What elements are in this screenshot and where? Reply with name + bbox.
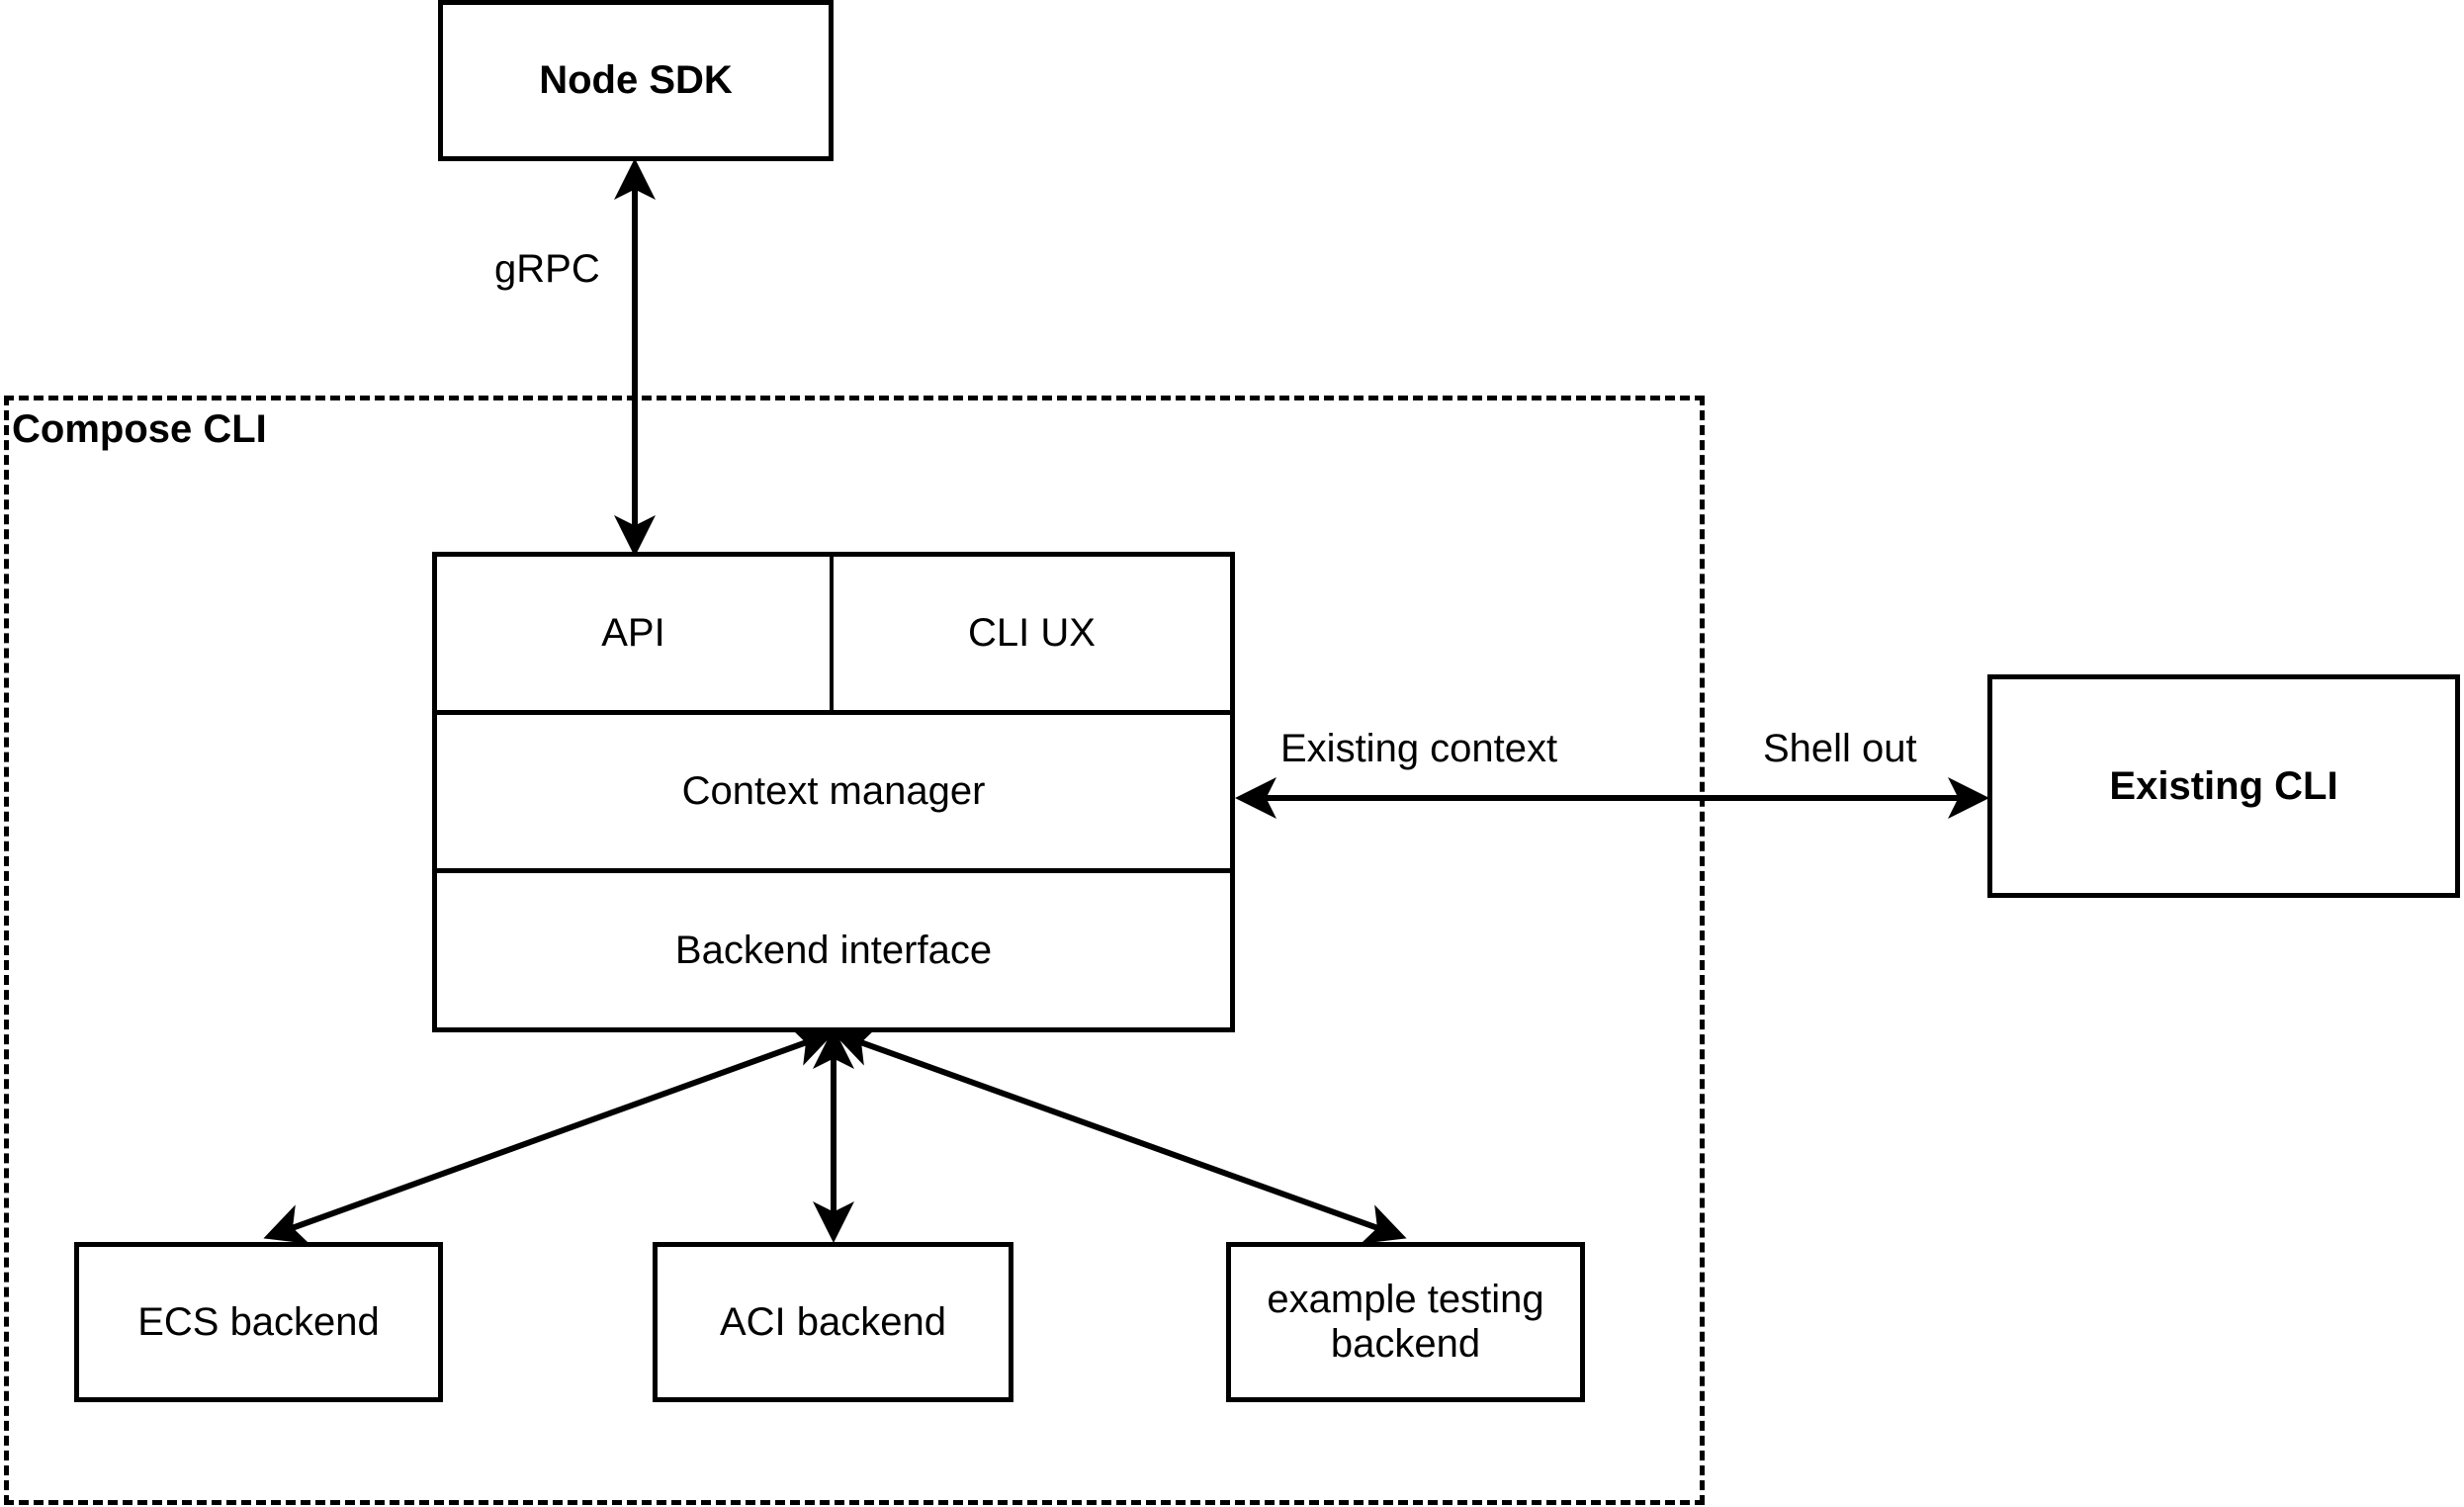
node-backend-interface-label: Backend interface <box>674 928 993 972</box>
node-example-testing-backend[interactable]: example testing backend <box>1226 1242 1585 1402</box>
node-node-sdk[interactable]: Node SDK <box>438 0 834 161</box>
node-aci-backend-label: ACI backend <box>719 1299 947 1344</box>
stack-row-api-cliux: API CLI UX <box>437 557 1230 715</box>
edge-example-line <box>832 1026 1407 1244</box>
edge-label-grpc: gRPC <box>494 247 600 291</box>
node-backend-interface[interactable]: Backend interface <box>437 873 1230 1027</box>
node-context-manager-label: Context manager <box>681 769 986 813</box>
node-ecs-backend-label: ECS backend <box>137 1299 380 1344</box>
node-cli-ux-label: CLI UX <box>968 611 1096 655</box>
node-api-label: API <box>601 611 665 655</box>
node-existing-cli[interactable]: Existing CLI <box>1987 674 2460 898</box>
edge-ecs-line <box>263 1026 836 1244</box>
node-node-sdk-label: Node SDK <box>539 58 733 103</box>
group-compose-cli-label: Compose CLI <box>12 407 267 451</box>
node-context-manager[interactable]: Context manager <box>437 715 1230 873</box>
node-ecs-backend[interactable]: ECS backend <box>74 1242 443 1402</box>
node-cli-ux[interactable]: CLI UX <box>834 557 1230 710</box>
node-example-testing-backend-label: example testing backend <box>1267 1278 1544 1366</box>
node-api[interactable]: API <box>437 557 834 710</box>
node-existing-cli-label: Existing CLI <box>2109 763 2338 808</box>
edge-label-shell-out: Shell out <box>1763 727 1917 770</box>
node-aci-backend[interactable]: ACI backend <box>653 1242 1013 1402</box>
node-compose-cli-stack: API CLI UX Context manager Backend inter… <box>432 552 1235 1032</box>
edge-label-existing-context: Existing context <box>1280 727 1558 770</box>
group-compose-cli <box>4 396 1705 1505</box>
